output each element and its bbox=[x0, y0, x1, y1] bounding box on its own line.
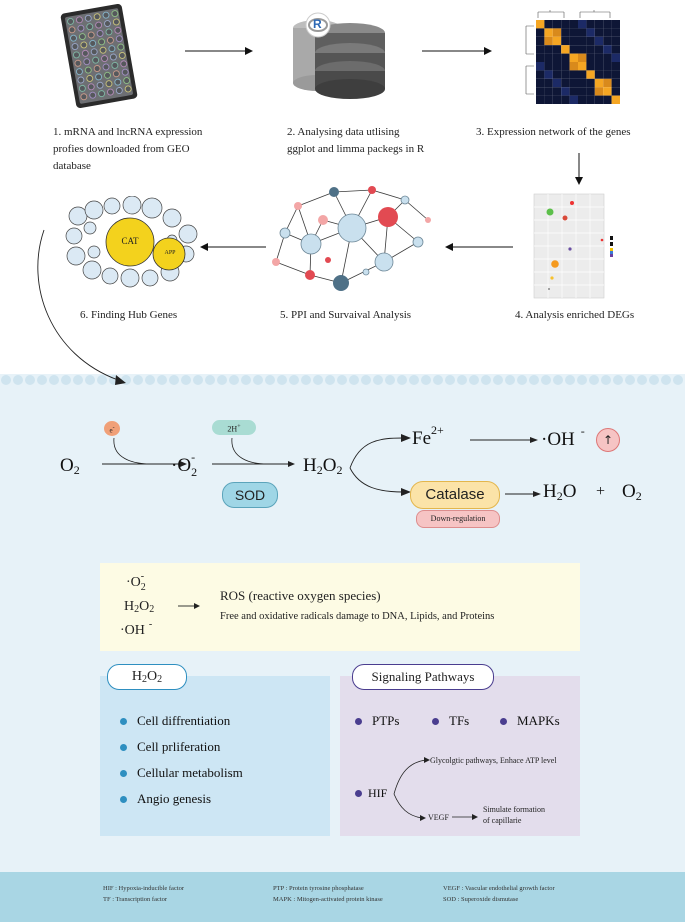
reaction-superoxide: ·O2- bbox=[171, 450, 198, 479]
abbreviation-footer: HIF : Hypoxia-inducible factor TF : Tran… bbox=[0, 872, 685, 922]
microarray-chip-icon bbox=[60, 3, 138, 109]
reaction-fe2plus: Fe2+ bbox=[412, 423, 444, 449]
h2o2-item-label: Cell diffrentiation bbox=[137, 713, 231, 728]
step2-line1: 2. Analysing data utlising bbox=[287, 126, 400, 138]
arrow-ros bbox=[178, 603, 200, 609]
step3-line1: 3. Expression network of the genes bbox=[476, 126, 631, 138]
step4-label: 4. Analysis enriched DEGs bbox=[515, 307, 680, 324]
hub-gene-app-label: APP bbox=[164, 250, 176, 256]
reaction-hydroxyl: ·OH- bbox=[541, 424, 585, 450]
ppi-network-icon bbox=[272, 186, 431, 291]
correlation-heatmap-icon bbox=[525, 10, 620, 104]
h2o2-item-proliferation: Cell prliferation bbox=[120, 739, 220, 755]
hif-branch-arrows bbox=[393, 757, 430, 821]
signaling-panel-title: Signaling Pathways bbox=[352, 664, 494, 690]
footer-tf: TF : Transcription factor bbox=[103, 896, 168, 903]
arrow-step3-to-4 bbox=[575, 153, 583, 185]
step1-label: 1. mRNA and lncRNA expression profies do… bbox=[53, 124, 253, 175]
step3-label: 3. Expression network of the genes bbox=[476, 124, 681, 141]
h2o2-item-label: Angio genesis bbox=[137, 791, 212, 806]
footer-mapk: MAPK : Mitogen-activated protein kinase bbox=[273, 896, 383, 903]
step1-line2: profies downloaded from GEO bbox=[53, 143, 190, 155]
signaling-item-label: MAPKs bbox=[517, 713, 560, 728]
signaling-simulate-line2: of capillarie bbox=[483, 816, 522, 825]
arrow-step1-to-2 bbox=[185, 47, 253, 55]
footer-hif: HIF : Hypoxia-inducible factor bbox=[103, 885, 185, 892]
arrow-h2o2-branches bbox=[349, 434, 411, 496]
signaling-item-label: PTPs bbox=[372, 713, 400, 728]
signaling-item-label: TFs bbox=[449, 713, 470, 728]
hub-genes-bubbles bbox=[65, 196, 198, 288]
arrow-step4-to-5 bbox=[445, 243, 513, 251]
step1-line3: database bbox=[53, 160, 91, 172]
sod-enzyme-pill: SOD bbox=[222, 482, 278, 508]
arrow-o2-to-superoxide bbox=[102, 438, 187, 467]
signaling-hif-label: HIF bbox=[368, 786, 388, 800]
signaling-simulate-line1: Simulate formation bbox=[483, 805, 545, 814]
ros-species-hydroxyl: ·OH- bbox=[120, 619, 153, 638]
footer-ptp: PTP : Protein tyrosine phosphatase bbox=[273, 885, 364, 892]
two-h-badge: 2H+ bbox=[212, 420, 256, 435]
ros-title: ROS (reactive oxygen species) bbox=[220, 588, 381, 603]
h2o2-item-angiogenesis: Angio genesis bbox=[120, 791, 211, 807]
step6-line1: 6. Finding Hub Genes bbox=[80, 309, 178, 321]
database-r-icon bbox=[293, 12, 385, 99]
down-regulation-pill: Down-regulation bbox=[416, 510, 500, 528]
signaling-item-ptps: PTPs bbox=[355, 713, 399, 729]
catalase-enzyme-pill: Catalase bbox=[410, 481, 500, 509]
h2o2-item-metabolism: Cellular metabolism bbox=[120, 765, 243, 781]
electron-badge: e- bbox=[104, 421, 120, 436]
signaling-item-tfs: TFs bbox=[432, 713, 469, 729]
step6-label: 6. Finding Hub Genes bbox=[80, 307, 240, 324]
ros-box: ·O2- H2O2 ·OH- ROS (reactive oxygen spec… bbox=[100, 563, 580, 651]
hub-gene-cat-label: CAT bbox=[121, 236, 139, 246]
step5-label: 5. PPI and Survaival Analysis bbox=[280, 307, 470, 324]
h2o2-item-differentiation: Cell diffrentiation bbox=[120, 713, 230, 729]
arrow-step5-to-6 bbox=[200, 243, 266, 251]
signaling-item-hif: HIF bbox=[355, 786, 387, 801]
ros-description: Free and oxidative radicals damage to DN… bbox=[220, 611, 495, 622]
reaction-o2-right: O2 bbox=[622, 481, 642, 503]
enrichment-dotplot-icon bbox=[533, 193, 613, 299]
footer-sod: SOD : Superoxide dismutase bbox=[443, 896, 519, 903]
footer-vegf: VEGF : Vascular endothelial growth facto… bbox=[443, 885, 555, 892]
step2-line2: ggplot and limma packegs in R bbox=[287, 143, 425, 155]
reaction-o2-left: O2 bbox=[60, 455, 80, 477]
increase-badge: ↑ bbox=[596, 428, 620, 452]
reaction-h2o: H2O bbox=[543, 481, 577, 503]
arrow-fe-to-oh bbox=[470, 437, 538, 443]
arrow-catalase-to-h2o bbox=[505, 491, 541, 497]
signaling-glycolytic: Glycolgtic pathways, Enhace ATP level bbox=[430, 756, 557, 765]
h2o2-panel-title: H2O2 bbox=[107, 664, 187, 690]
step2-label: 2. Analysing data utlising ggplot and li… bbox=[287, 124, 487, 158]
ros-species-h2o2: H2O2 bbox=[124, 599, 155, 615]
r-logo-letter: R bbox=[313, 17, 322, 31]
h2o2-item-label: Cell prliferation bbox=[137, 739, 221, 754]
signaling-item-mapks: MAPKs bbox=[500, 713, 560, 729]
signaling-pathways-panel: Signaling Pathways PTPs TFs MAPKs HIF Gl… bbox=[340, 664, 580, 836]
h2o2-item-label: Cellular metabolism bbox=[137, 765, 243, 780]
signaling-vegf: VEGF bbox=[428, 813, 449, 822]
step4-line1: 4. Analysis enriched DEGs bbox=[515, 309, 635, 321]
arrow-into-cell bbox=[37, 229, 126, 385]
arrow-superoxide-to-h2o2 bbox=[212, 438, 295, 467]
reaction-h2o2: H2O2 bbox=[303, 455, 343, 477]
reaction-plus: + bbox=[596, 483, 606, 500]
h2o2-effects-panel: H2O2 Cell diffrentiation Cell prliferati… bbox=[100, 664, 330, 836]
arrow-step2-to-3 bbox=[422, 47, 492, 55]
ros-species-superoxide: ·O2- bbox=[126, 571, 146, 593]
step1-line1: 1. mRNA and lncRNA expression bbox=[53, 126, 203, 138]
arrow-vegf-to-capillary bbox=[452, 814, 478, 820]
step5-line1: 5. PPI and Survaival Analysis bbox=[280, 309, 412, 321]
